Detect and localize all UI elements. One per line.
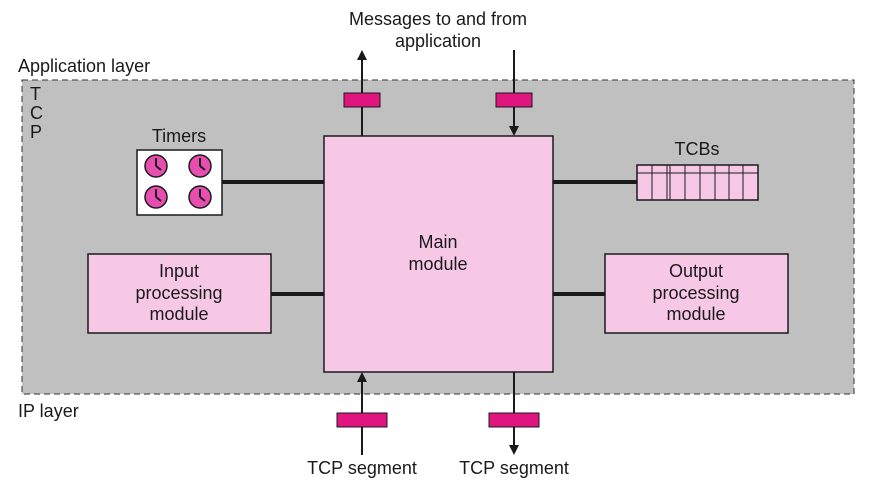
output-module-label-line-2: processing — [652, 283, 739, 303]
connector-marker — [495, 92, 533, 108]
timer-clock-icon — [144, 154, 168, 178]
top-label-line-1: Messages to and from — [349, 9, 527, 29]
main-module-label-line-1: Main — [418, 232, 457, 252]
tcb-table — [636, 164, 759, 201]
tcp-letter-c: C — [30, 103, 43, 123]
top-label-line-2: application — [395, 31, 481, 51]
timers-label: Timers — [152, 126, 206, 146]
timer-clock-icon — [188, 154, 212, 178]
tcp-segment-out-label: TCP segment — [459, 458, 569, 478]
output-module-label-line-1: Output — [669, 261, 723, 281]
main-module-box — [323, 135, 554, 373]
output-module-label-line-3: module — [666, 304, 725, 324]
tcp-segment-in-label: TCP segment — [307, 458, 417, 478]
connector-marker — [488, 412, 540, 428]
connector-marker — [343, 92, 381, 108]
connector-lines — [222, 180, 637, 296]
tcbs-label: TCBs — [675, 139, 720, 159]
tcp-letter-t: T — [30, 84, 41, 104]
ip-layer-label: IP layer — [18, 401, 79, 421]
input-module-label-line-2: processing — [135, 283, 222, 303]
output-module-box — [604, 253, 789, 334]
input-module-box — [87, 253, 272, 334]
main-module-label-line-2: module — [408, 254, 467, 274]
input-module-label-line-3: module — [149, 304, 208, 324]
input-module-label-line-1: Input — [159, 261, 199, 281]
application-layer-label: Application layer — [18, 56, 150, 76]
connector-marker — [336, 412, 388, 428]
tcp-letter-p: P — [30, 122, 42, 142]
timer-clock-icon — [188, 185, 212, 209]
timer-clock-icon — [144, 185, 168, 209]
